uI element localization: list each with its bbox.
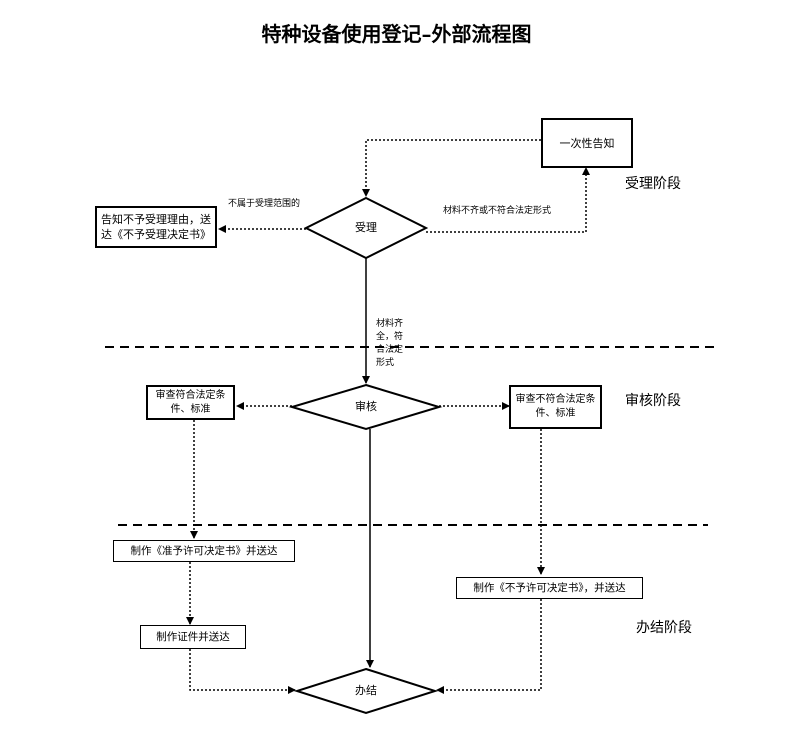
make-denial-box: 制作《不予许可决定书》，并送达 [456, 577, 643, 599]
edge-cert-to-finish [189, 649, 296, 694]
stage-review-label: 审核阶段 [625, 393, 681, 409]
make-cert-box: 制作证件并送达 [140, 625, 246, 649]
incomplete-label: 材料不齐或不符合法定形式 [443, 206, 552, 216]
notify-once-label: 一次性告知 [559, 136, 615, 150]
stage-accept-label: 受理阶段 [625, 176, 681, 192]
not-meets-criteria-line-1: 审查不符合法定条 [515, 394, 596, 405]
make-permit-box: 制作《准予许可决定书》并送达 [113, 540, 295, 562]
not-meets-criteria-box: 审查不符合法定条 件、标准 [509, 385, 602, 429]
complete-label-line-1: 材料齐 [376, 319, 404, 329]
complete-label-line-2: 全，符 [376, 332, 404, 342]
meets-criteria-box: 审查符合法定条 件、标准 [146, 385, 235, 420]
edge-notify-to-accept [362, 139, 541, 197]
reject-notice-box: 告知不予受理理由，送 达《不予受理决定书》 [95, 206, 217, 248]
finish-node-label: 办结 [355, 684, 377, 697]
edge-denial-to-finish [436, 599, 542, 694]
make-denial-label: 制作《不予许可决定书》，并送达 [473, 581, 626, 594]
edge-accept-to-notify [426, 167, 590, 233]
not-meets-criteria-line-2: 件、标准 [535, 408, 576, 419]
make-permit-label: 制作《准予许可决定书》并送达 [130, 544, 278, 557]
page-title: 特种设备使用登记–外部流程图 [261, 22, 532, 46]
make-cert-label: 制作证件并送达 [156, 630, 230, 643]
review-node-label: 审核 [355, 400, 377, 413]
complete-label-line-3: 合法定 [376, 345, 404, 355]
reject-notice-line-2: 达《不予受理决定书》 [101, 228, 211, 241]
notify-once-box: 一次性告知 [541, 118, 633, 168]
out-of-scope-label: 不属于受理范围的 [228, 199, 301, 209]
complete-label-line-4: 形式 [376, 358, 395, 368]
reject-notice-line-1: 告知不予受理理由，送 [101, 213, 211, 226]
meets-criteria-line-1: 审查符合法定条 [155, 389, 226, 401]
accept-node-label: 受理 [355, 221, 377, 234]
review-diamond [288, 383, 443, 431]
meets-criteria-line-2: 件、标准 [170, 403, 211, 415]
finish-diamond [293, 667, 439, 715]
stage-finish-label: 办结阶段 [636, 620, 692, 636]
